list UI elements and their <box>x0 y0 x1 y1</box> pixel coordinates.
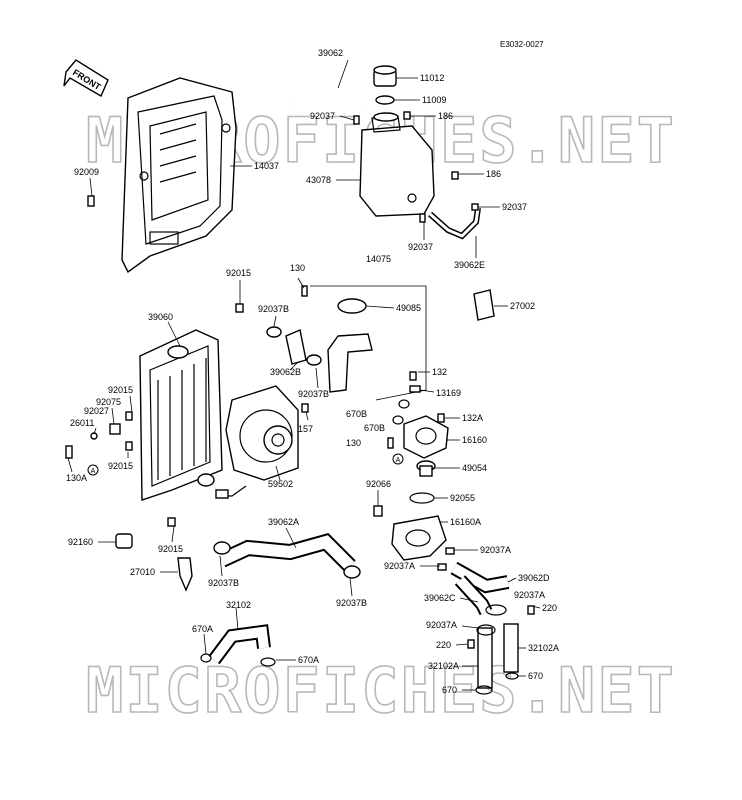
part-label: 11012 <box>420 73 444 83</box>
part-label: 130A <box>66 473 87 483</box>
part-label: 16160A <box>450 517 481 527</box>
fastener-set <box>65 111 535 649</box>
part-label: 92037A <box>480 545 511 555</box>
part-label: 92037 <box>502 202 527 212</box>
part-label: 32102A <box>428 661 459 671</box>
part-label: 43078 <box>306 175 331 185</box>
part-label: 186 <box>438 111 453 121</box>
part-label: 92037B <box>258 304 289 314</box>
part-label: 670A <box>298 655 319 665</box>
rubber-damper <box>115 533 133 549</box>
part-label: 220 <box>542 603 557 613</box>
hose-clamp <box>306 354 322 366</box>
part-label: 92037B <box>298 389 329 399</box>
part-labels: 39062 11012 11009 92037 186 14037 92009 … <box>66 48 559 695</box>
part-label: 132 <box>432 367 447 377</box>
fan-switch <box>177 557 193 592</box>
part-label: 14037 <box>254 161 279 171</box>
part-label: 670B <box>346 409 367 419</box>
water-pipe <box>477 627 493 689</box>
part-label: 92015 <box>108 385 133 395</box>
part-label: 39062C <box>424 593 456 603</box>
part-label: 49085 <box>396 303 421 313</box>
temperature-sensor <box>473 289 495 321</box>
part-label: 92037 <box>408 242 433 252</box>
part-label: 92055 <box>450 493 475 503</box>
part-label: 39062 <box>318 48 343 58</box>
filler-neck <box>310 285 427 401</box>
part-label: 92037B <box>336 598 367 608</box>
hose-clamp <box>213 541 231 555</box>
callout-a-right: A <box>392 453 404 465</box>
part-label: 27010 <box>130 567 155 577</box>
part-label: 92037A <box>514 590 545 600</box>
part-label: 92015 <box>158 544 183 554</box>
cap-seal <box>375 95 395 105</box>
part-label: 39060 <box>148 312 173 322</box>
o-ring <box>260 657 276 667</box>
hose-clamp <box>266 326 282 338</box>
part-label: 16160 <box>462 435 487 445</box>
part-label: 49054 <box>462 463 487 473</box>
part-label: 39062E <box>454 260 485 270</box>
front-arrow-icon: FRONT <box>63 59 109 97</box>
part-label: 92160 <box>68 537 93 547</box>
part-label: 13169 <box>436 388 461 398</box>
thermostat-housing <box>391 515 447 561</box>
reservoir-cap <box>373 65 397 87</box>
diagram-code: E3032-0027 <box>500 40 544 49</box>
water-pipe <box>503 623 519 673</box>
part-label: 670 <box>528 671 543 681</box>
part-label: 32102 <box>226 600 251 610</box>
part-label: 39062D <box>518 573 550 583</box>
part-label: 92015 <box>226 268 251 278</box>
part-label: 670 <box>442 685 457 695</box>
o-ring <box>409 492 435 504</box>
part-label: 670B <box>364 423 385 433</box>
part-label: 39062B <box>270 367 301 377</box>
part-label: 132A <box>462 413 483 423</box>
watermark-bottom: MICROFICHES.NET <box>86 654 676 727</box>
part-label: 92037B <box>208 578 239 588</box>
part-label: 92037A <box>384 561 415 571</box>
thermostat-cover <box>403 415 449 459</box>
callout-a-left: A <box>87 464 99 476</box>
part-label: 92027 <box>84 406 109 416</box>
hose-clamp <box>343 565 361 579</box>
part-label: 130 <box>346 438 361 448</box>
part-label: 59502 <box>268 479 293 489</box>
thermostat <box>416 460 436 477</box>
short-hose <box>285 329 307 365</box>
part-label: 32102A <box>528 643 559 653</box>
part-label: 92066 <box>366 479 391 489</box>
part-label: 92037 <box>310 111 335 121</box>
part-label: 186 <box>486 169 501 179</box>
svg-text:A: A <box>91 468 96 475</box>
part-label: 11009 <box>422 95 446 105</box>
part-label: 92015 <box>108 461 133 471</box>
part-label: 26011 <box>70 418 94 428</box>
part-label: 92009 <box>74 167 99 177</box>
part-label: 14075 <box>366 254 391 264</box>
reservoir-tank <box>359 112 435 217</box>
radiator-shroud <box>121 77 237 274</box>
part-label: 92037A <box>426 620 457 630</box>
part-label: 220 <box>436 640 451 650</box>
radiator <box>139 329 223 501</box>
part-label: 92075 <box>96 397 121 407</box>
cooling-fan <box>215 385 299 499</box>
part-label: 670A <box>192 624 213 634</box>
part-label: 130 <box>290 263 305 273</box>
part-label: 157 <box>298 424 313 434</box>
part-label: 27002 <box>510 301 535 311</box>
svg-text:A: A <box>396 457 401 464</box>
leader-lines <box>67 59 541 691</box>
part-label: 39062A <box>268 517 299 527</box>
